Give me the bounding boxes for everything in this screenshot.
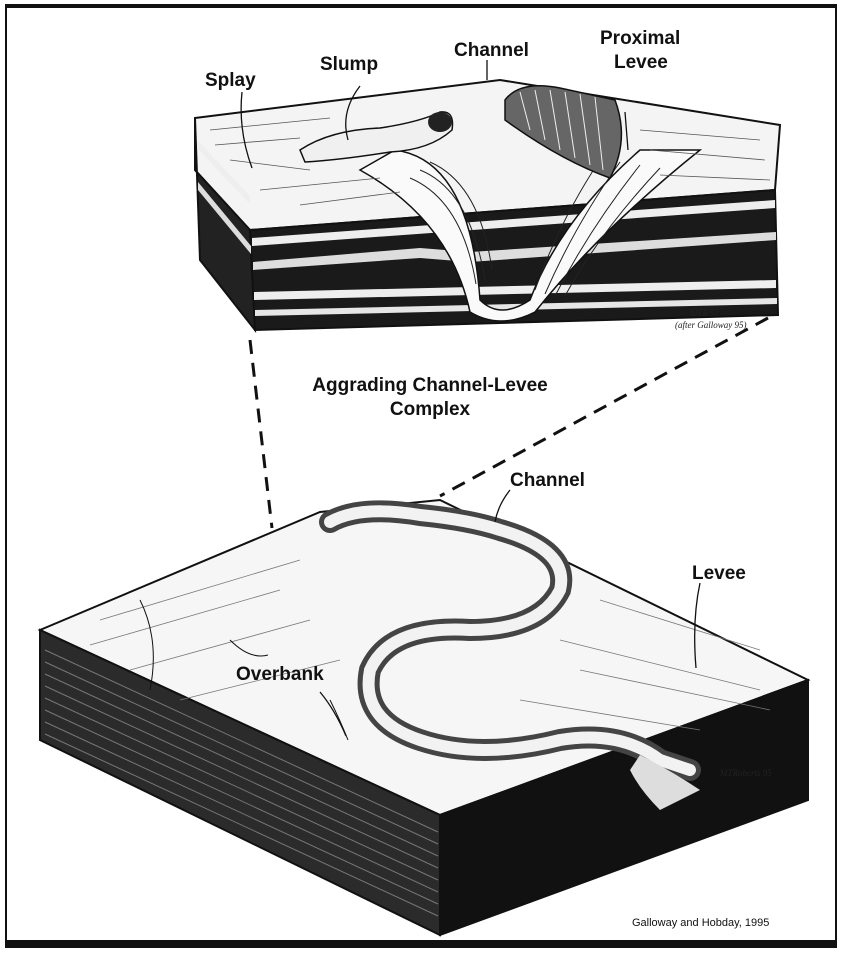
bottom-border [5, 940, 837, 948]
label-slump: Slump [320, 54, 378, 76]
label-splay: Splay [205, 70, 256, 92]
caption-title: Aggrading Channel-Levee Complex [280, 374, 580, 422]
top-border [5, 4, 837, 8]
caption-line-1: Aggrading Channel-Levee [280, 374, 580, 398]
label-channel-lower: Channel [510, 470, 585, 492]
citation: Galloway and Hobday, 1995 [632, 917, 769, 929]
right-border [835, 8, 837, 948]
caption-line-2: Complex [280, 398, 580, 422]
left-border [5, 8, 7, 948]
label-proximal: Proximal [600, 28, 680, 50]
label-overbank: Overbank [236, 664, 324, 686]
svg-text:(after Galloway 95): (after Galloway 95) [675, 320, 747, 330]
label-channel-upper: Channel [454, 40, 529, 62]
dashed-connectors [250, 318, 768, 528]
upper-block-diagram: MTR 91 (after Galloway 95) [195, 80, 780, 330]
label-levee-lower: Levee [692, 563, 746, 585]
label-levee-upper: Levee [614, 52, 668, 74]
svg-text:MTR 91: MTR 91 [689, 308, 719, 318]
svg-text:MTRoberts 95: MTRoberts 95 [719, 768, 772, 778]
